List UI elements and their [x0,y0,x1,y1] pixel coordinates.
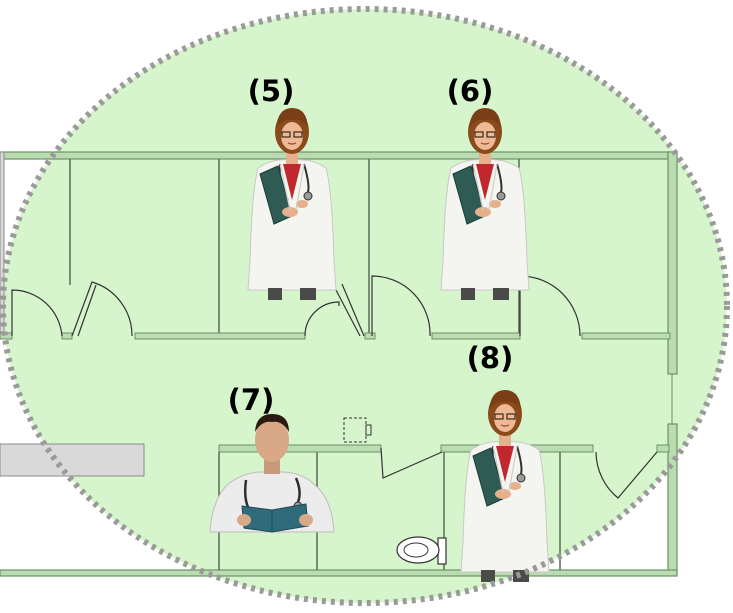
label-doctor-5: (5) [248,74,295,108]
sink-icon [343,417,372,443]
label-doctor-8: (8) [467,341,514,375]
label-doctor-6: (6) [447,74,494,108]
floor-plan-walls [0,151,678,577]
coverage-boundary [0,6,730,606]
label-doctor-7: (7) [228,383,275,417]
coverage-area [3,9,727,603]
toilet-icon [396,536,447,565]
